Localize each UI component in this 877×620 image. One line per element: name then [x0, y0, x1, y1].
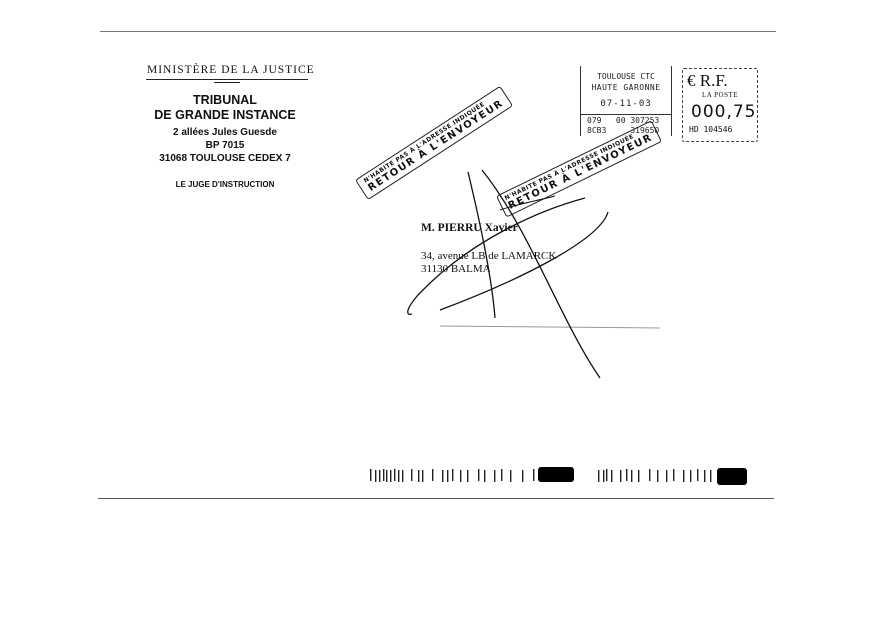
barcode-bar — [447, 470, 449, 482]
postmark: TOULOUSE CTC HAUTE GARONNE 07-11-03 079 … — [580, 66, 672, 136]
court-name-line2: DE GRANDE INSTANCE — [154, 108, 296, 122]
meter-la-poste: LA POSTE — [701, 91, 739, 99]
barcode-bar — [522, 470, 524, 482]
barcode-bar — [375, 470, 377, 482]
postmark-date: 07-11-03 — [600, 99, 652, 109]
barcode-bar — [390, 470, 392, 482]
postmark-code-line1: 079 00 307253 — [587, 116, 660, 125]
envelope-bottom-edge — [98, 498, 774, 499]
sender-address-street: 2 allées Jules Guesde — [173, 127, 277, 138]
barcode-bar — [603, 470, 605, 482]
cross-stroke-4 — [439, 211, 609, 311]
barcode-bar — [370, 469, 372, 481]
postmark-region: HAUTE GARONNE — [591, 83, 661, 92]
barcode-bar — [394, 469, 396, 481]
barcode-bar — [638, 470, 640, 482]
franking-meter: € R.F. LA POSTE 000,75 HD 104546 — [682, 68, 758, 142]
cross-stroke-3 — [407, 197, 586, 316]
barcode-bar — [383, 469, 385, 481]
barcode-bar — [611, 470, 613, 482]
postmark-divider — [581, 114, 671, 115]
barcode-bar — [478, 469, 480, 481]
meter-serial: HD 104546 — [689, 125, 733, 134]
barcode-bar — [379, 470, 381, 482]
barcode-bar — [402, 470, 404, 482]
barcode-bar — [411, 469, 413, 481]
barcode-bar — [690, 470, 692, 482]
barcode-bar — [631, 470, 633, 482]
barcode-bar — [422, 470, 424, 482]
recipient-underline — [439, 325, 661, 329]
barcode-bar — [494, 470, 496, 482]
postmark-city: TOULOUSE CTC — [597, 72, 655, 81]
barcode-bar — [510, 470, 512, 482]
barcode-bar — [649, 469, 651, 481]
barcode-bar — [460, 470, 462, 482]
barcode-bar — [657, 470, 659, 482]
barcode-bar — [442, 470, 444, 482]
ministry-rule — [146, 79, 308, 80]
cross-stroke-5 — [499, 195, 556, 211]
sender-office: LE JUGE D'INSTRUCTION — [175, 180, 275, 189]
cross-stroke-2 — [481, 169, 601, 379]
barcode-bar — [606, 469, 608, 481]
barcode-bar — [398, 470, 400, 482]
cross-stroke-1 — [467, 171, 496, 319]
court-name-line1: TRIBUNAL — [193, 93, 257, 107]
recipient-name: M. PIERRU Xavier — [421, 222, 518, 234]
recipient-address-line1: 34, avenue LB de LAMARCK — [421, 250, 557, 262]
envelope-top-edge — [100, 31, 776, 32]
ministry-rule-short — [214, 82, 240, 83]
barcode-bar — [620, 470, 622, 482]
barcode-bar — [673, 469, 675, 481]
barcode-bar — [452, 469, 454, 481]
barcode-bar — [386, 470, 388, 482]
barcode-bar — [710, 470, 712, 482]
barcode-bar — [683, 470, 685, 482]
barcode-bar — [704, 470, 706, 482]
barcode-bar — [626, 469, 628, 481]
barcode-bar — [666, 470, 668, 482]
postal-barcode — [370, 467, 747, 485]
sender-address-bp: BP 7015 — [205, 140, 245, 151]
barcode-bar — [533, 469, 535, 481]
barcode-bar — [598, 470, 600, 482]
barcode-redaction-2 — [717, 468, 747, 485]
barcode-bar — [501, 469, 503, 481]
barcode-redaction-1 — [538, 467, 574, 482]
barcode-bar — [484, 470, 486, 482]
barcode-bar — [697, 469, 699, 481]
postmark-code-line2: 8CB3 319650 — [587, 126, 660, 135]
meter-amount: 000,75 — [691, 102, 757, 122]
recipient-address-line2: 31130 BALMA — [421, 263, 491, 275]
barcode-bar — [467, 470, 469, 482]
barcode-bar — [418, 470, 420, 482]
barcode-bar — [432, 469, 434, 481]
meter-rf: € R.F. — [687, 71, 728, 90]
sender-address-city: 31068 TOULOUSE CEDEX 7 — [159, 153, 291, 164]
ministry-name: Ministère de la Justice — [147, 64, 315, 76]
